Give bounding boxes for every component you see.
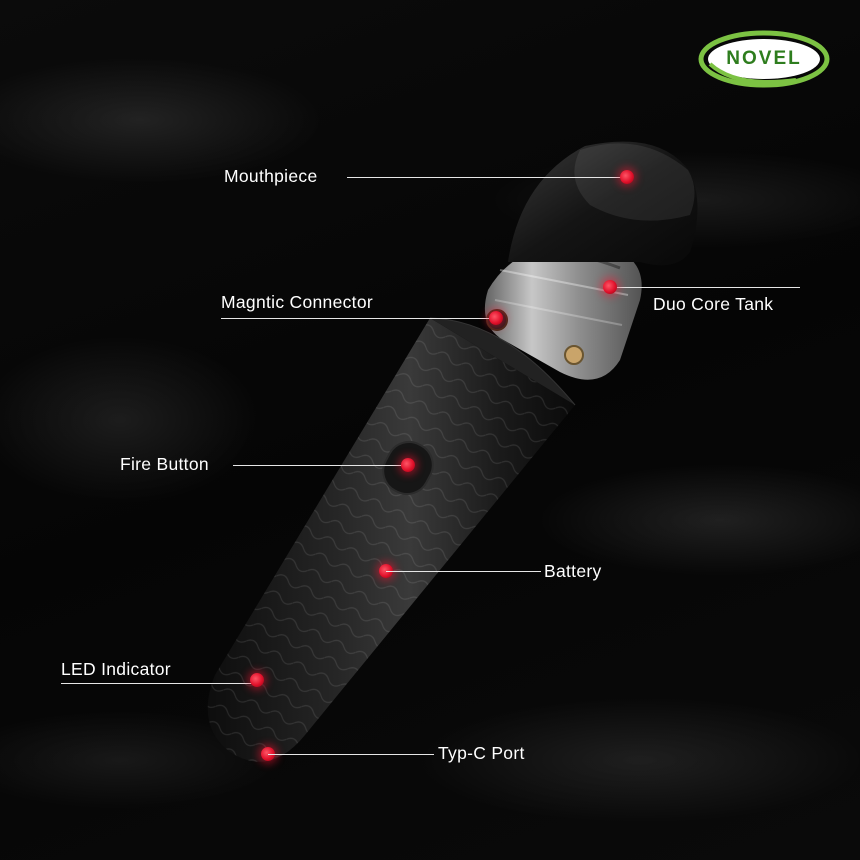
hotspot-duo-core-tank[interactable]	[603, 280, 617, 294]
battery-body	[207, 317, 576, 762]
novel-logo: NOVEL	[696, 28, 832, 90]
label-battery: Battery	[544, 561, 602, 581]
logo-text: NOVEL	[726, 48, 802, 69]
logo-ring	[698, 30, 830, 88]
hotspot-magnetic-connector[interactable]	[489, 311, 503, 325]
mouthpiece-cap	[508, 141, 698, 266]
label-magnetic-connector: Magntic Connector	[221, 292, 373, 312]
leader-line-mouthpiece	[347, 177, 627, 178]
leader-line-fire-button	[233, 465, 408, 466]
hotspot-fire-button[interactable]	[401, 458, 415, 472]
label-duo-core-tank: Duo Core Tank	[653, 294, 774, 314]
leader-line-led-indicator	[61, 683, 257, 684]
leader-line-duo-core-tank	[610, 287, 800, 288]
leader-line-battery	[386, 571, 541, 572]
label-fire-button: Fire Button	[120, 454, 209, 474]
hotspot-led-indicator[interactable]	[250, 673, 264, 687]
label-mouthpiece: Mouthpiece	[224, 166, 318, 186]
label-typec-port: Typ-C Port	[438, 743, 525, 763]
hotspot-mouthpiece[interactable]	[620, 170, 634, 184]
label-led-indicator: LED Indicator	[61, 659, 171, 679]
leader-line-magnetic-connector	[221, 318, 496, 319]
leader-line-typec-port	[268, 754, 434, 755]
